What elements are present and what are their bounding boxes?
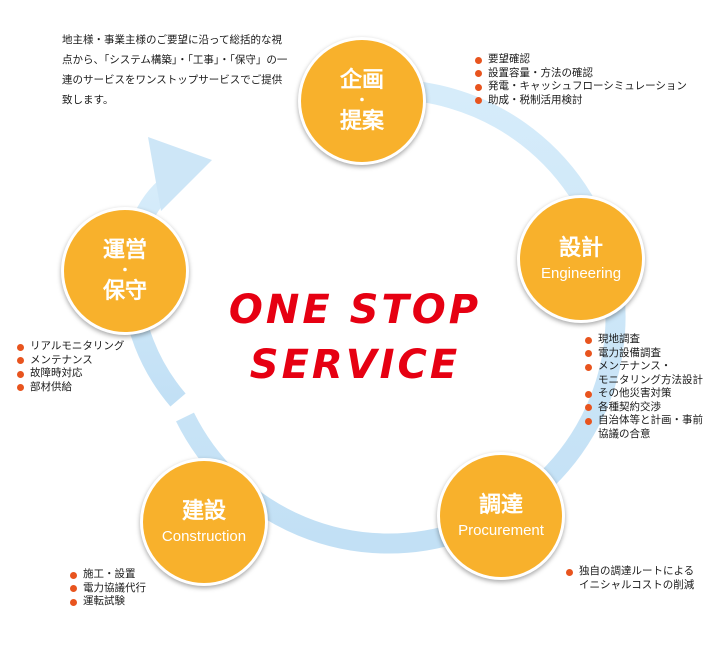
node-planning: 企画 ・ 提案: [298, 37, 426, 165]
node-procurement-title: 調達: [478, 492, 523, 518]
cycle-arrow-head: [148, 137, 212, 211]
list-item: 助成・税制活用検討: [475, 94, 687, 108]
node-operation-title: 運営: [102, 237, 147, 263]
list-item: 現地調査: [585, 333, 703, 347]
node-construction: 建設 Construction: [140, 458, 268, 586]
planning-list: 要望確認 設置容量・方法の確認 発電・キャッシュフローシミュレーション 助成・税…: [475, 53, 687, 107]
list-item-continuation: モニタリング方法設計: [598, 373, 703, 386]
construction-list: 施工・設置 電力協議代行 運転試験: [70, 568, 146, 609]
one-stop-service-headline: ONE STOP SERVICE: [190, 283, 520, 393]
node-procurement-subtitle: Procurement: [458, 522, 544, 539]
list-item: 施工・設置: [70, 568, 146, 582]
node-construction-title: 建設: [181, 498, 226, 524]
node-design: 設計 Engineering: [517, 195, 645, 323]
design-list: 現地調査 電力設備調査 メンテナンス・ モニタリング方法設計 その他災害対策 各…: [585, 333, 703, 441]
list-item: 電力設備調査: [585, 347, 703, 361]
list-item-continuation: イニシャルコストの削減: [579, 578, 695, 591]
list-item: 設置容量・方法の確認: [475, 67, 687, 81]
node-planning-title: 企画: [339, 67, 384, 93]
cycle-ring: [176, 79, 626, 554]
node-operation-title-2: 保守: [102, 279, 147, 304]
node-operation: 運営 ・ 保守: [61, 207, 189, 335]
list-item: 運転試験: [70, 595, 146, 609]
list-item: リアルモニタリング: [17, 340, 124, 354]
node-design-subtitle: Engineering: [540, 265, 622, 282]
node-operation-separator: ・: [118, 263, 132, 279]
list-item: 独自の調達ルートによる: [566, 565, 694, 579]
headline-line-2: SERVICE: [249, 342, 461, 388]
node-planning-separator: ・: [355, 93, 369, 109]
list-item: 要望確認: [475, 53, 687, 67]
list-item: 電力協議代行: [70, 582, 146, 596]
node-design-title: 設計: [558, 235, 603, 261]
headline-line-1: ONE STOP: [228, 287, 482, 333]
list-item: 自治体等と計画・事前: [585, 414, 703, 428]
list-item-continuation: 協議の合意: [598, 427, 651, 440]
list-item: 発電・キャッシュフローシミュレーション: [475, 80, 687, 94]
list-item: メンテナンス: [17, 354, 124, 368]
operation-list: リアルモニタリング メンテナンス 故障時対応 部材供給: [17, 340, 124, 394]
list-item: 各種契約交渉: [585, 401, 703, 415]
node-planning-title-2: 提案: [339, 109, 384, 134]
intro-text: 地主様・事業主様のご要望に沿って総括的な視点から、「システム構築」・「工事」・「…: [62, 34, 288, 106]
list-item: その他災害対策: [585, 387, 703, 401]
list-item: メンテナンス・: [585, 360, 703, 374]
list-item: 故障時対応: [17, 367, 124, 381]
procurement-list: 独自の調達ルートによる イニシャルコストの削減: [566, 565, 694, 592]
list-item: 部材供給: [17, 381, 124, 395]
node-construction-subtitle: Construction: [161, 528, 247, 545]
node-procurement: 調達 Procurement: [437, 452, 565, 580]
